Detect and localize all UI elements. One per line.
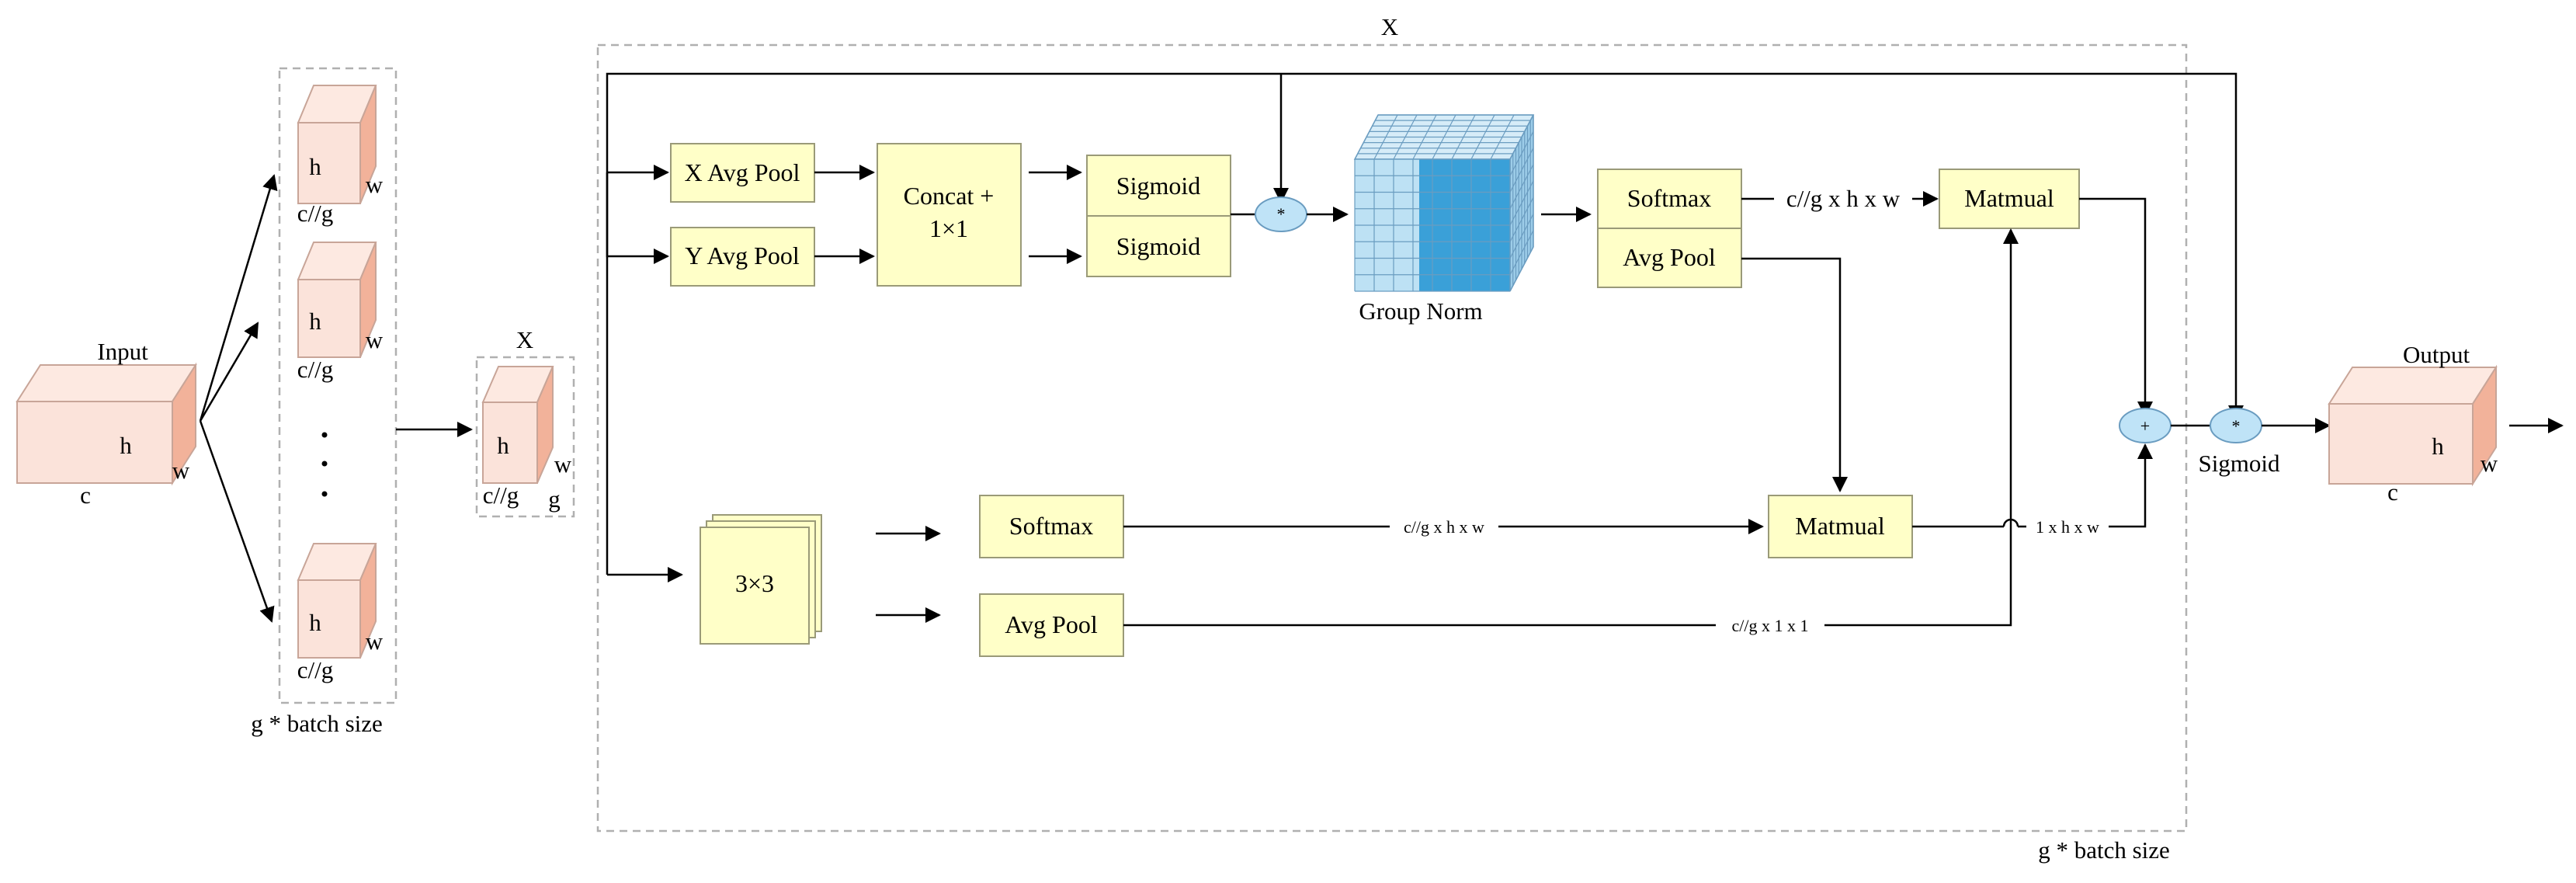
avgpool-dim-mask xyxy=(1716,616,1824,634)
group-tensor-2: h w c//g xyxy=(297,242,384,383)
x-block-g: g xyxy=(548,485,561,513)
top-dim-label: c//g x h x w xyxy=(1786,185,1901,212)
bottom-softmax-label: Softmax xyxy=(1009,512,1093,540)
x-block-h: h xyxy=(497,432,509,459)
x-block: X h w c//g g xyxy=(475,326,575,518)
split-arrows xyxy=(199,174,278,623)
group-3-c-label: c//g xyxy=(297,656,334,683)
bottom-branch: 3×3 Softmax Avg Pool c//g x h x w Matmua… xyxy=(607,228,2153,657)
bottom-avg-pool-box xyxy=(979,593,1124,657)
y-avg-pool-label: Y Avg Pool xyxy=(685,242,800,269)
bottom-out-dim: 1 x h x w xyxy=(2036,517,2099,537)
bottom-softmax-dim: c//g x h x w xyxy=(1404,517,1484,537)
bottom-matmul-box xyxy=(1768,495,1913,558)
sigmoid-box-b xyxy=(1086,215,1231,277)
bottom-avgpool-dim: c//g x 1 x 1 xyxy=(1732,616,1809,635)
softmax-dim-mask xyxy=(1390,517,1498,536)
top-avg-pool-label: Avg Pool xyxy=(1623,243,1716,271)
big-group-title: X xyxy=(1381,13,1398,40)
bottom-softmax-box xyxy=(979,495,1124,558)
group-2-h-label: h xyxy=(309,308,321,335)
top-branch: X Avg Pool Y Avg Pool Concat + 1×1 Sigmo… xyxy=(606,114,2153,492)
output-w-label: w xyxy=(2481,450,2498,477)
conv3x3-label: 3×3 xyxy=(735,569,774,597)
group-3-h-label: h xyxy=(309,609,321,636)
x-block-w: w xyxy=(554,450,572,478)
top-matmul-box xyxy=(1939,169,2080,229)
group-tensor-1: h w c//g xyxy=(297,85,384,227)
output-c-label: c xyxy=(2387,478,2398,506)
big-group-frame xyxy=(596,43,2188,833)
group-1-c-label: c//g xyxy=(297,200,334,227)
output-h-label: h xyxy=(2432,433,2444,460)
group-ellipsis xyxy=(321,432,328,497)
bottom-avg-pool-label: Avg Pool xyxy=(1005,610,1098,638)
bottom-matmul-label: Matmual xyxy=(1795,512,1885,540)
input-c-label: c xyxy=(80,481,91,509)
multiply-op-2-symbol: * xyxy=(2232,416,2241,436)
y-avg-pool-box xyxy=(670,227,815,287)
x-block-title: X xyxy=(516,326,533,353)
x-avg-pool-box xyxy=(670,143,815,203)
group-1-w-label: w xyxy=(366,171,384,198)
group-2-c-label: c//g xyxy=(297,356,334,383)
output-tensor: Output h w c xyxy=(2328,341,2498,506)
group-1-h-label: h xyxy=(309,153,321,180)
group-2-w-label: w xyxy=(366,326,384,353)
top-softmax-box xyxy=(1597,169,1742,229)
x-avg-pool-label: X Avg Pool xyxy=(685,158,800,186)
top-avg-pool-box xyxy=(1597,228,1742,288)
input-h-label: h xyxy=(120,432,132,459)
group-norm-label: Group Norm xyxy=(1359,297,1482,325)
sigmoid-box-a xyxy=(1086,155,1231,217)
top-skip-connections xyxy=(606,72,2244,575)
input-title: Input xyxy=(97,338,148,365)
sigmoid-a-label: Sigmoid xyxy=(1116,172,1200,200)
input-tensor: Input h w c xyxy=(16,338,197,509)
top-matmul-label: Matmual xyxy=(1964,184,2054,212)
conv3x3-stack xyxy=(700,514,822,645)
top-dim-mask xyxy=(1774,185,1912,211)
combine-sigmoid-label: Sigmoid xyxy=(2198,450,2280,477)
sigmoid-b-label: Sigmoid xyxy=(1116,232,1200,260)
out-dim-mask xyxy=(2026,517,2109,536)
big-group-caption: g * batch size xyxy=(2038,836,2170,864)
multiply-op-1-symbol: * xyxy=(1277,204,1286,224)
x-block-c: c//g xyxy=(483,481,519,509)
add-op-symbol: + xyxy=(2140,416,2150,436)
grouped-tensors: h w c//g h w c//g h w c//g g * batch siz… xyxy=(251,67,398,737)
concat-label-2: 1×1 xyxy=(929,214,968,242)
output-title: Output xyxy=(2403,341,2470,368)
group-tensor-3: h w c//g xyxy=(297,543,384,683)
group-caption: g * batch size xyxy=(251,710,383,737)
input-w-label: w xyxy=(172,457,190,484)
top-softmax-label: Softmax xyxy=(1627,184,1711,212)
group-norm-cube xyxy=(1353,114,1535,292)
group-3-w-label: w xyxy=(366,627,384,655)
combine-stage: + * Sigmoid xyxy=(2119,408,2331,477)
concat-label-1: Concat + xyxy=(904,182,995,210)
concat-conv-box xyxy=(877,143,1022,287)
